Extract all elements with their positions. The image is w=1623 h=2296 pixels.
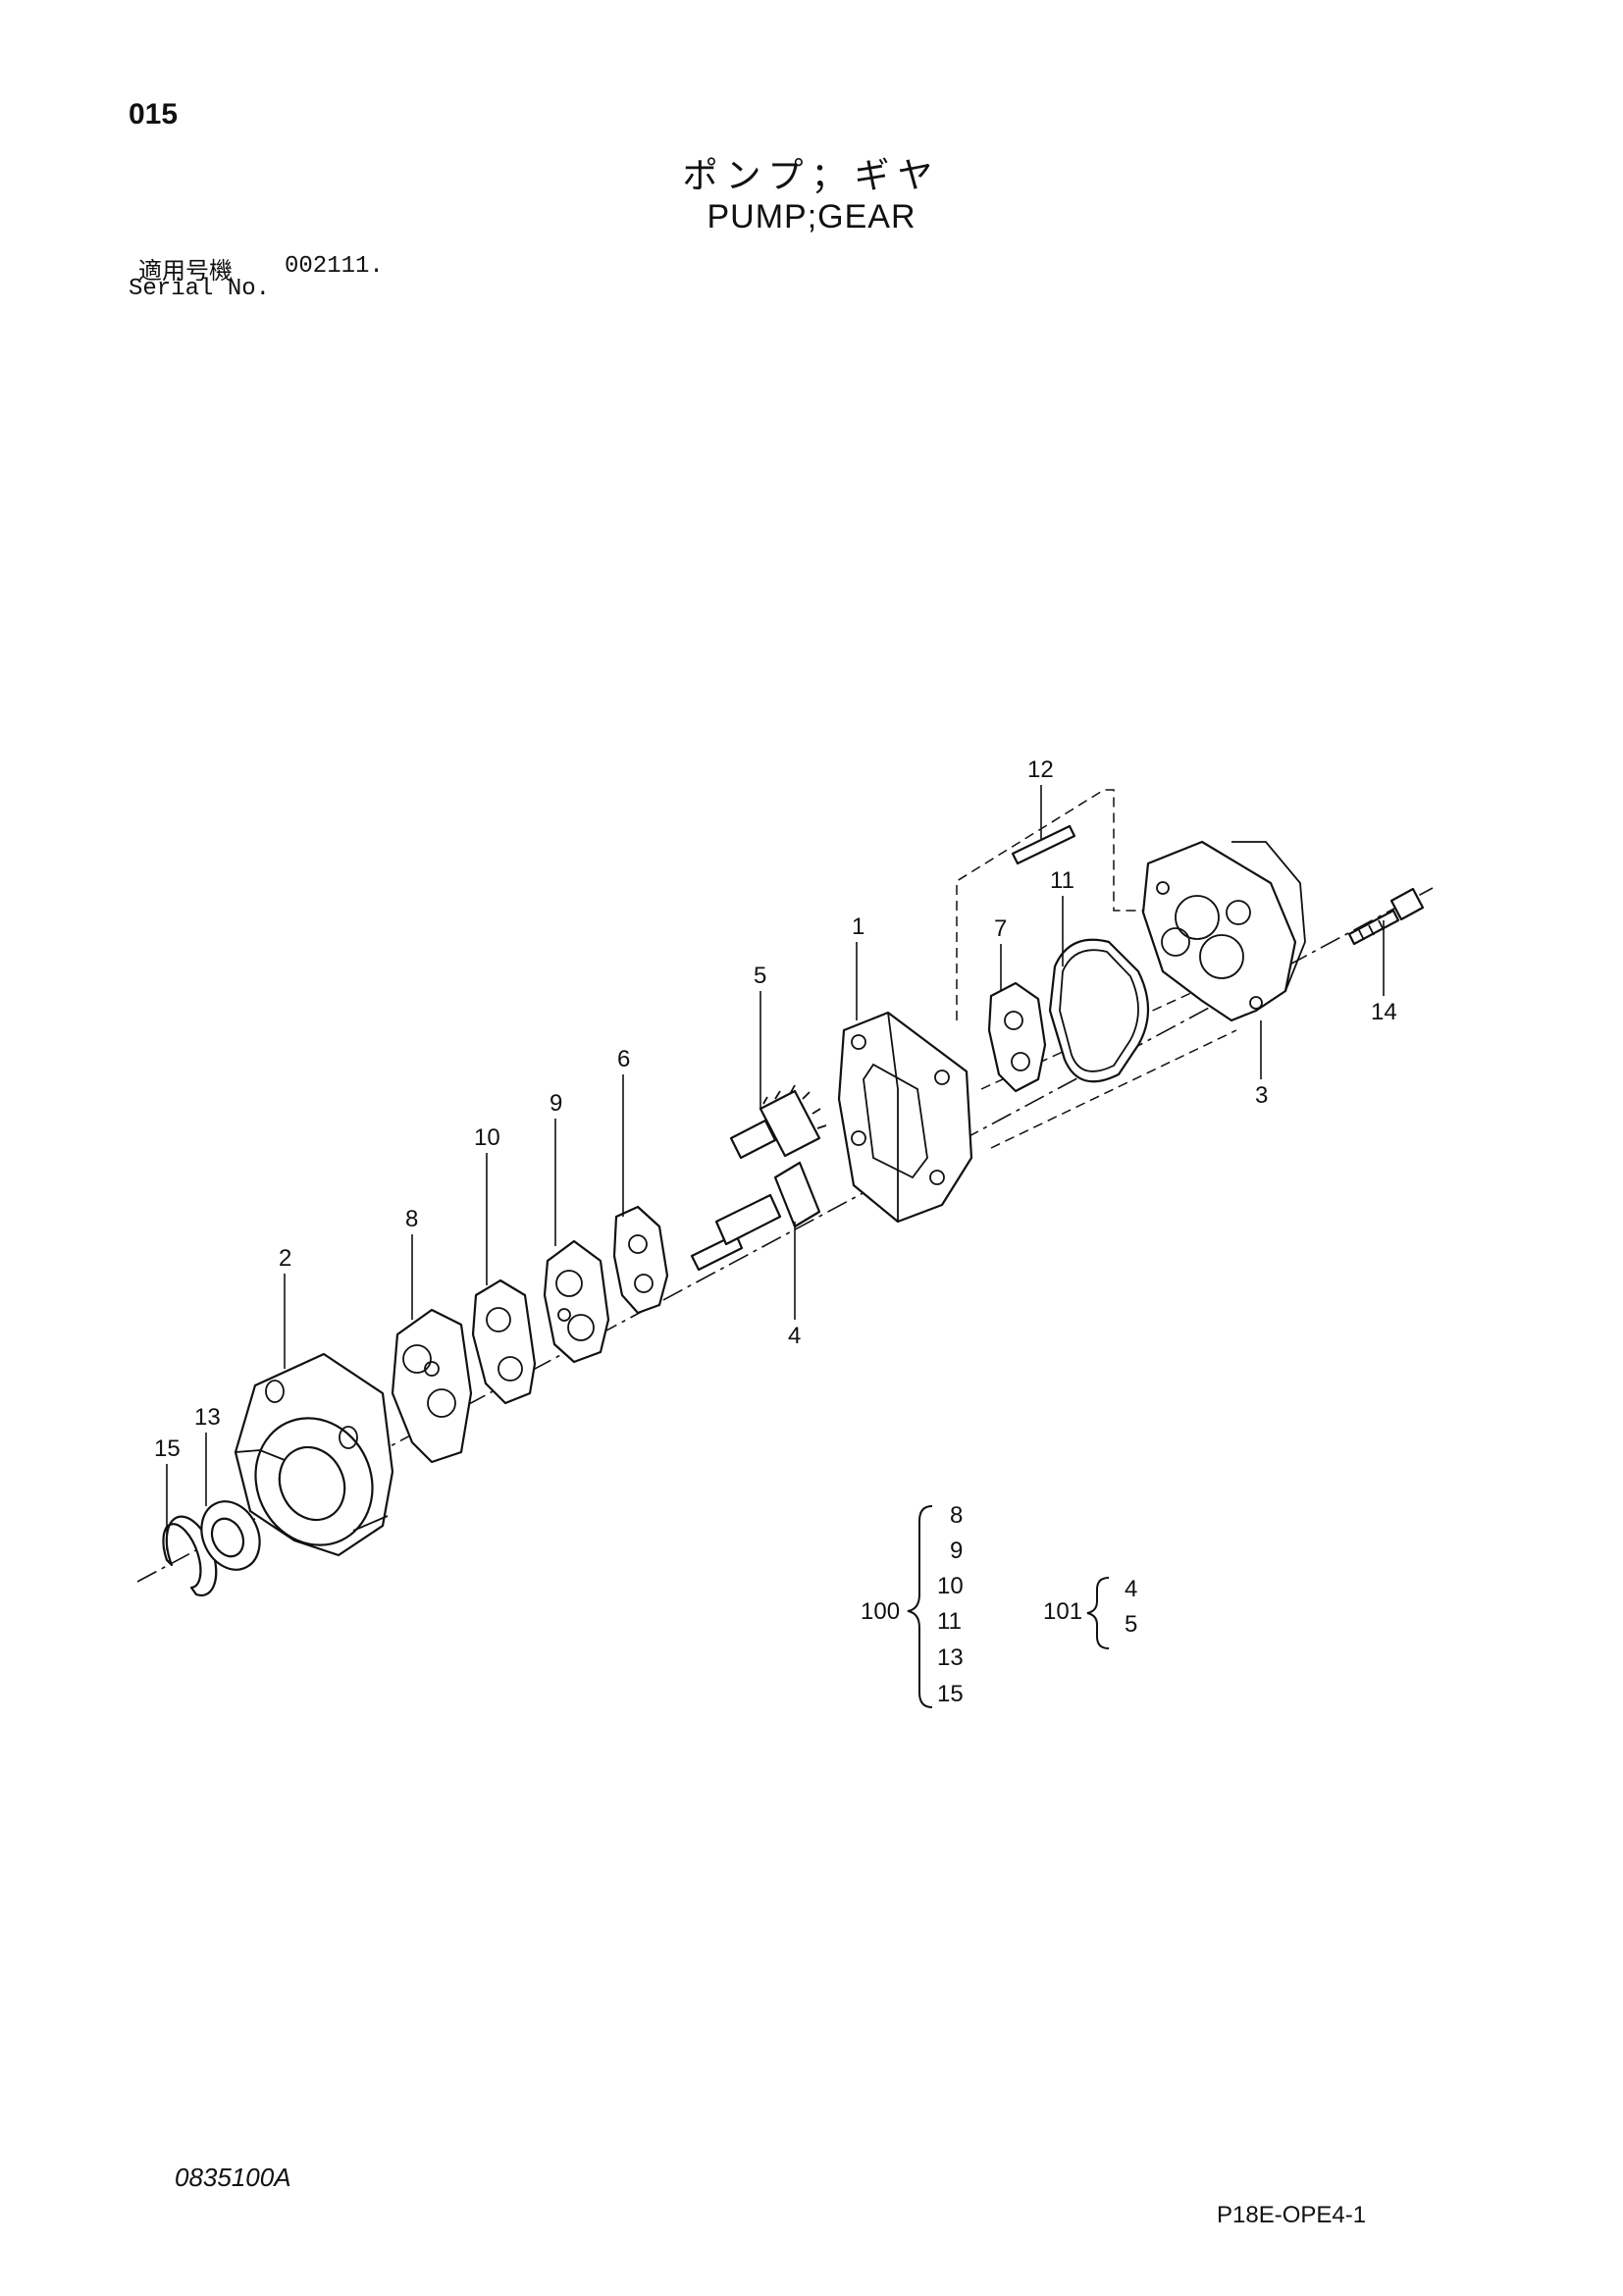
page-number: 015 [129,98,179,130]
callout-9: 9 [550,1090,562,1117]
callout-2: 2 [279,1245,291,1272]
callout-4: 4 [788,1323,801,1349]
part-13-oil-seal [200,1500,261,1571]
serial-number-value: 002111. [285,253,384,280]
title-english: PUMP;GEAR [707,198,916,235]
callout-15: 15 [154,1435,181,1462]
kit-100-brace [907,1505,933,1708]
serial-label-japanese: 適用号機 [138,257,233,285]
part-11-o-ring [1048,938,1150,1083]
kit-101-brace [1086,1577,1110,1649]
callout-13: 13 [194,1404,221,1431]
callout-1: 1 [852,913,864,940]
callout-12: 12 [1027,757,1054,783]
kit-100-item: 15 [937,1681,964,1707]
kit-101-item: 5 [1125,1611,1137,1638]
kit-100-item: 10 [937,1573,964,1599]
part-12-dowel-pin [1011,824,1076,865]
kit-100-item: 11 [937,1608,962,1635]
callout-11: 11 [1050,867,1074,894]
sheet-code: P18E-OPE4-1 [1217,2202,1367,2228]
part-3-rear-cover [1141,840,1306,1022]
part-7-gasket [987,981,1047,1093]
kit-100-group: 100 8 9 10 11 13 15 [861,1502,964,1708]
part-6-seal-plate [612,1205,669,1315]
kit-100-item: 13 [937,1644,964,1671]
callout-8: 8 [405,1206,418,1232]
part-14-bolt [1347,887,1425,946]
part-2-front-cover [234,1352,394,1557]
kit-101-item: 4 [1125,1576,1137,1602]
title-japanese: ポンプ；ギヤ [682,156,941,196]
callout-6: 6 [617,1046,630,1072]
callout-5: 5 [754,963,766,989]
callout-10: 10 [474,1124,500,1151]
kit-101-group: 101 4 5 [1043,1576,1137,1649]
callout-3: 3 [1255,1082,1268,1109]
serial-label-english: Serial No. [129,276,271,302]
drawing-code: 0835100A [175,2163,291,2192]
part-10-gasket [471,1278,537,1405]
kit-101-label: 101 [1043,1598,1082,1625]
kit-100-label: 100 [861,1598,900,1625]
callout-14: 14 [1371,999,1397,1025]
kit-100-item: 8 [950,1502,963,1529]
assembly-guide-upper [956,789,1182,1020]
part-1-gear-housing [837,1011,973,1224]
part-5-driven-gear [729,1084,827,1160]
part-8-side-plate [391,1308,473,1464]
part-4-drive-gear [690,1161,821,1272]
callout-7: 7 [994,915,1007,942]
assembly-guide-lower [990,1029,1237,1149]
kit-100-item: 9 [950,1538,963,1564]
part-9-wear-plate [543,1239,610,1364]
